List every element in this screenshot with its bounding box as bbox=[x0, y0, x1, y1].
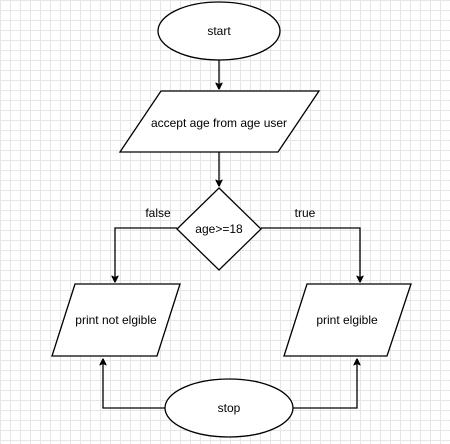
accept-age-parallelogram bbox=[118, 90, 321, 153]
accept-age-label: accept age from age user bbox=[151, 116, 287, 130]
stop-ellipse bbox=[164, 378, 294, 438]
stop-label: stop bbox=[218, 401, 241, 415]
age-check-label: age>=18 bbox=[195, 222, 243, 236]
edges bbox=[103, 60, 360, 409]
edge-stop-to-not-eligible bbox=[103, 359, 165, 409]
node-print-not-eligible[interactable]: print not elgible bbox=[51, 283, 181, 357]
print-eligible-label: print elgible bbox=[316, 313, 378, 327]
edge-label-false: false bbox=[145, 206, 171, 220]
node-start[interactable]: start bbox=[157, 1, 281, 61]
edge-decision-true bbox=[261, 227, 360, 282]
start-ellipse bbox=[157, 1, 281, 61]
print-not-eligible-label: print not elgible bbox=[75, 313, 157, 327]
node-print-eligible[interactable]: print elgible bbox=[283, 283, 412, 357]
edge-decision-false bbox=[115, 227, 177, 282]
start-label: start bbox=[207, 24, 231, 38]
edge-label-true: true bbox=[295, 206, 316, 220]
node-age-check[interactable]: age>=18 bbox=[176, 187, 262, 271]
print-not-eligible-parallelogram bbox=[51, 283, 181, 357]
print-eligible-parallelogram bbox=[283, 283, 412, 357]
age-check-diamond bbox=[176, 187, 262, 271]
node-stop[interactable]: stop bbox=[164, 378, 294, 438]
edge-stop-to-eligible bbox=[293, 359, 357, 409]
node-accept-age[interactable]: accept age from age user bbox=[118, 90, 321, 153]
